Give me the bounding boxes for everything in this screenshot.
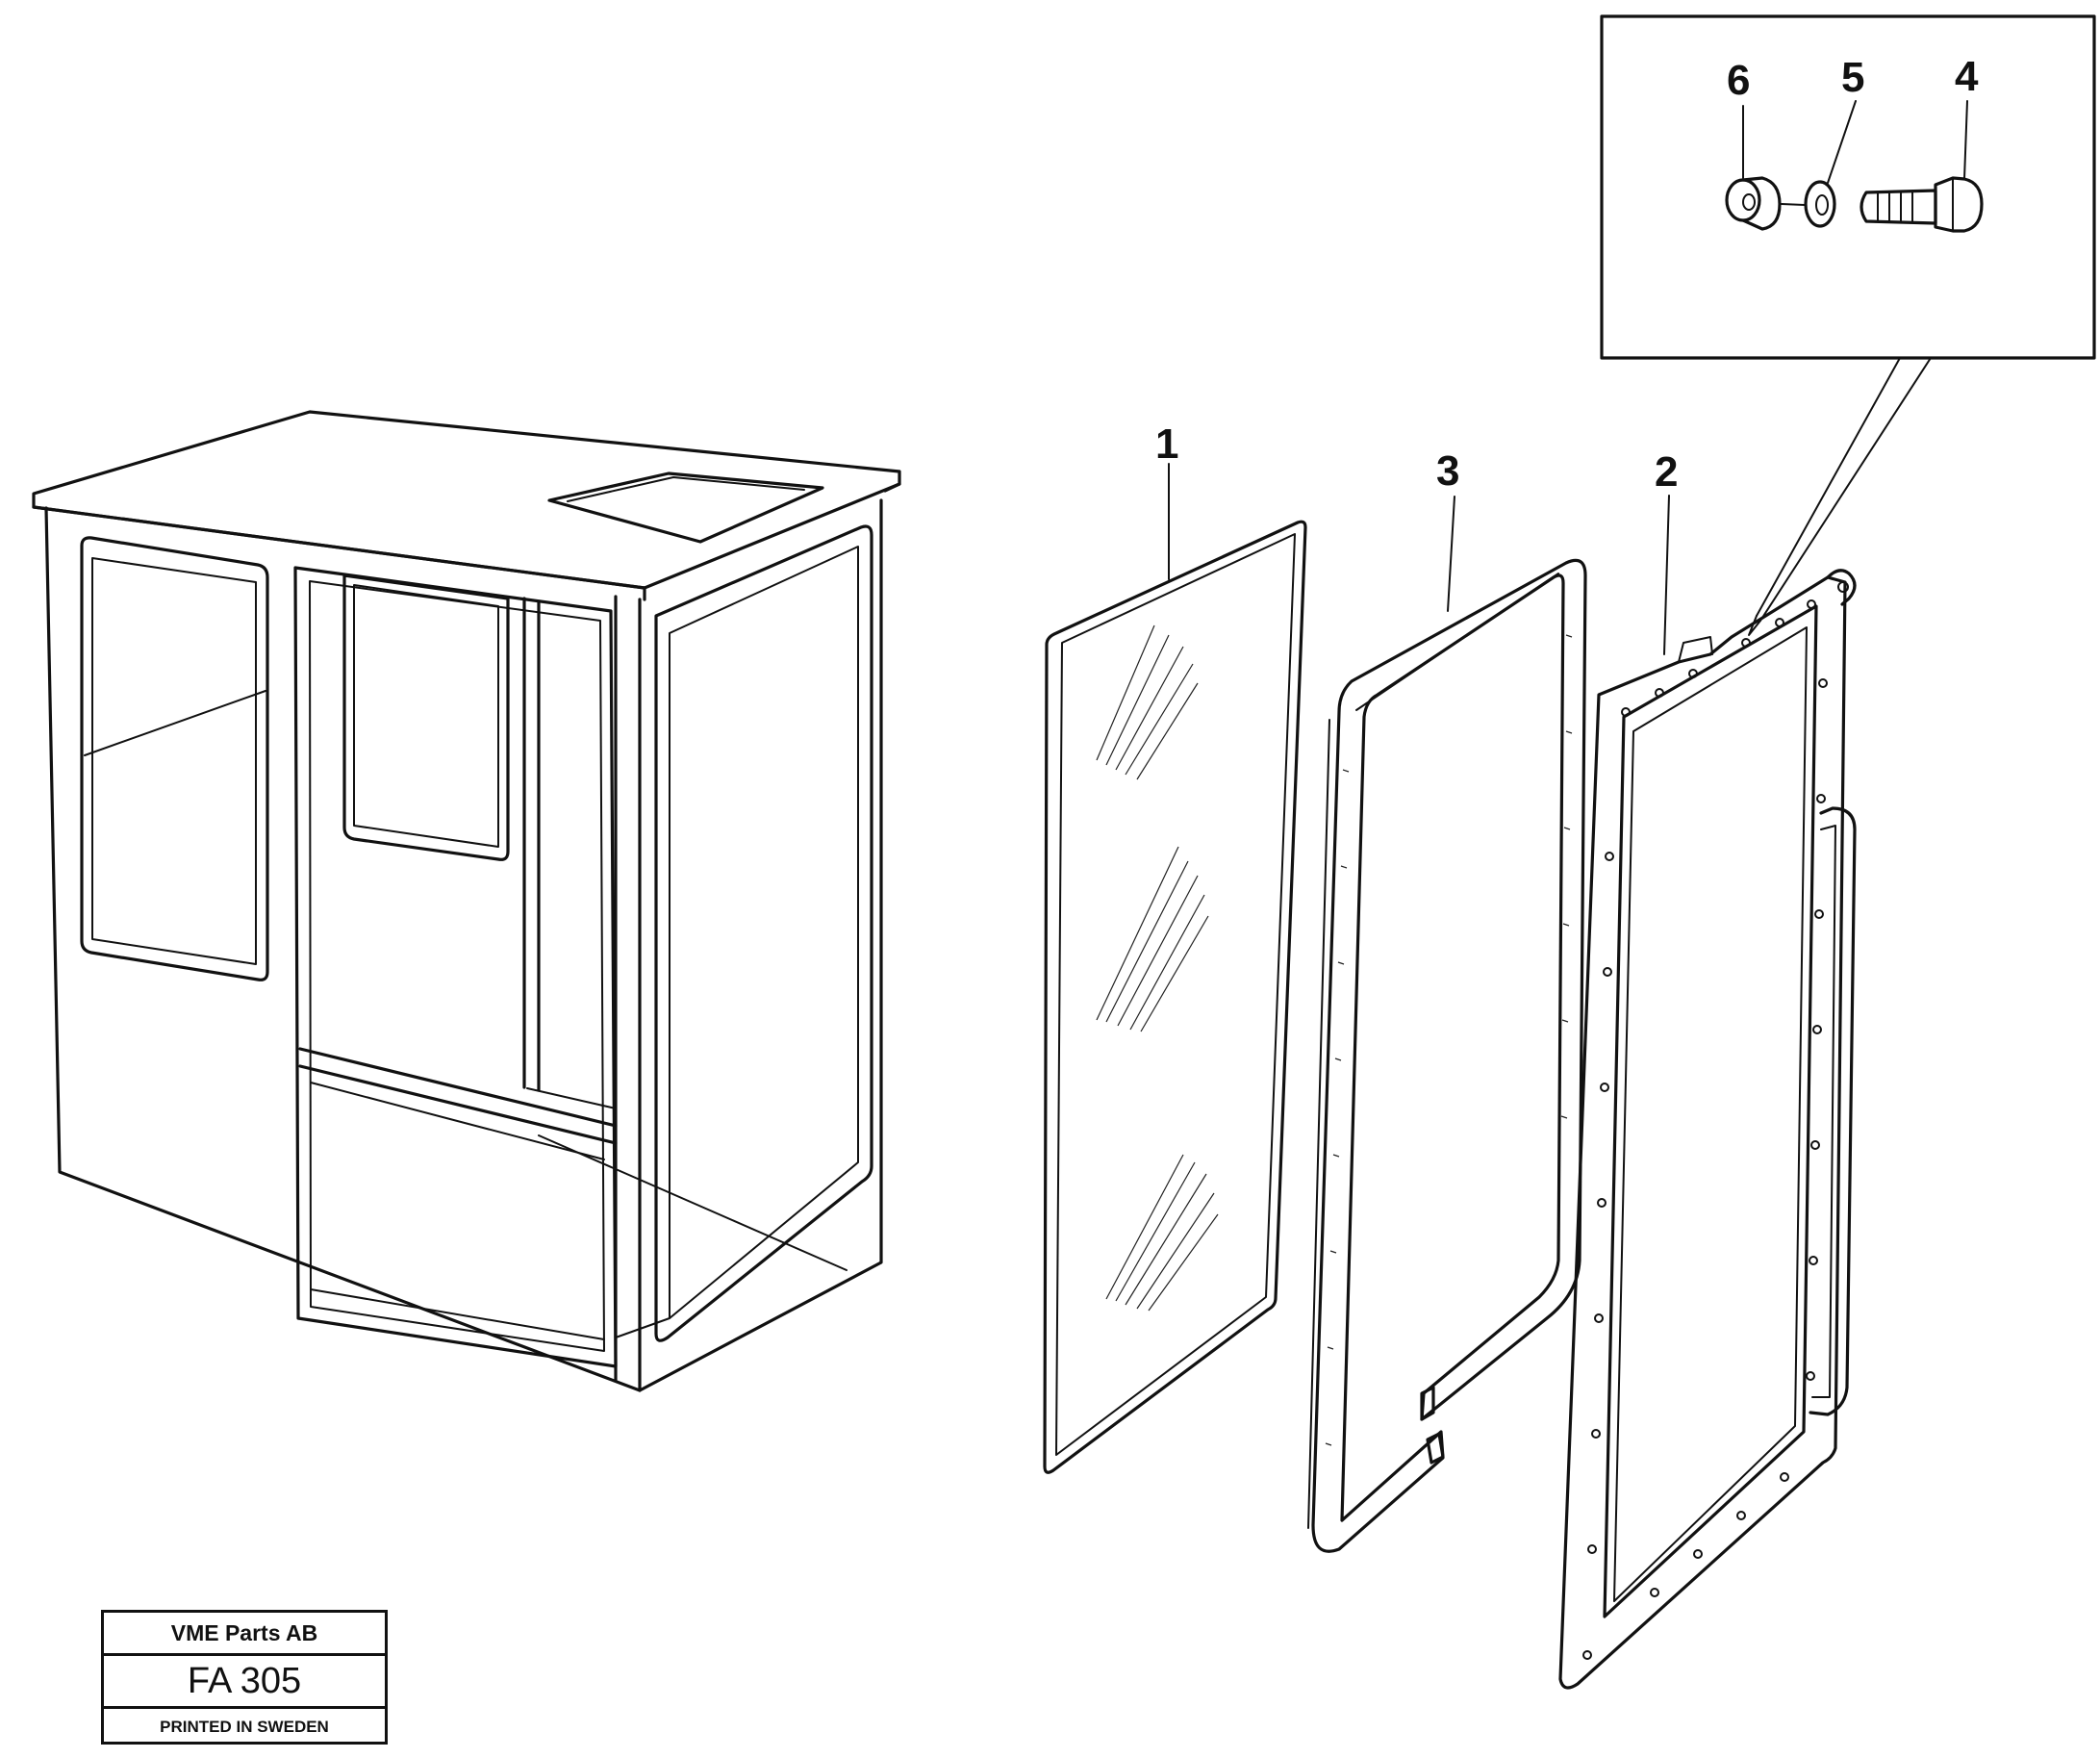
callout-leaders: [1168, 100, 1968, 655]
callout-2: 2: [1655, 448, 1678, 496]
rubber-seal-icon: [1307, 558, 1587, 1553]
callout-4: 4: [1955, 53, 1979, 100]
washer-icon: [1804, 180, 1836, 228]
glass-pane-icon: [1043, 520, 1307, 1474]
callout-1: 1: [1155, 420, 1178, 468]
figure-code: FA 305: [104, 1656, 385, 1709]
detail-inset: [1600, 14, 2096, 636]
company-name: VME Parts AB: [104, 1613, 385, 1656]
printed-note: PRINTED IN SWEDEN: [160, 1718, 329, 1736]
callout-6: 6: [1727, 57, 1750, 104]
window-frame-icon: [1558, 569, 1857, 1690]
callout-3: 3: [1436, 447, 1459, 495]
nut-icon: [1725, 176, 1782, 231]
screw-icon: [1860, 176, 1984, 233]
callout-5: 5: [1841, 54, 1864, 101]
cab-frame-icon: [32, 410, 901, 1392]
title-block: VME Parts AB FA 305 PRINTED IN SWEDEN: [101, 1610, 388, 1745]
